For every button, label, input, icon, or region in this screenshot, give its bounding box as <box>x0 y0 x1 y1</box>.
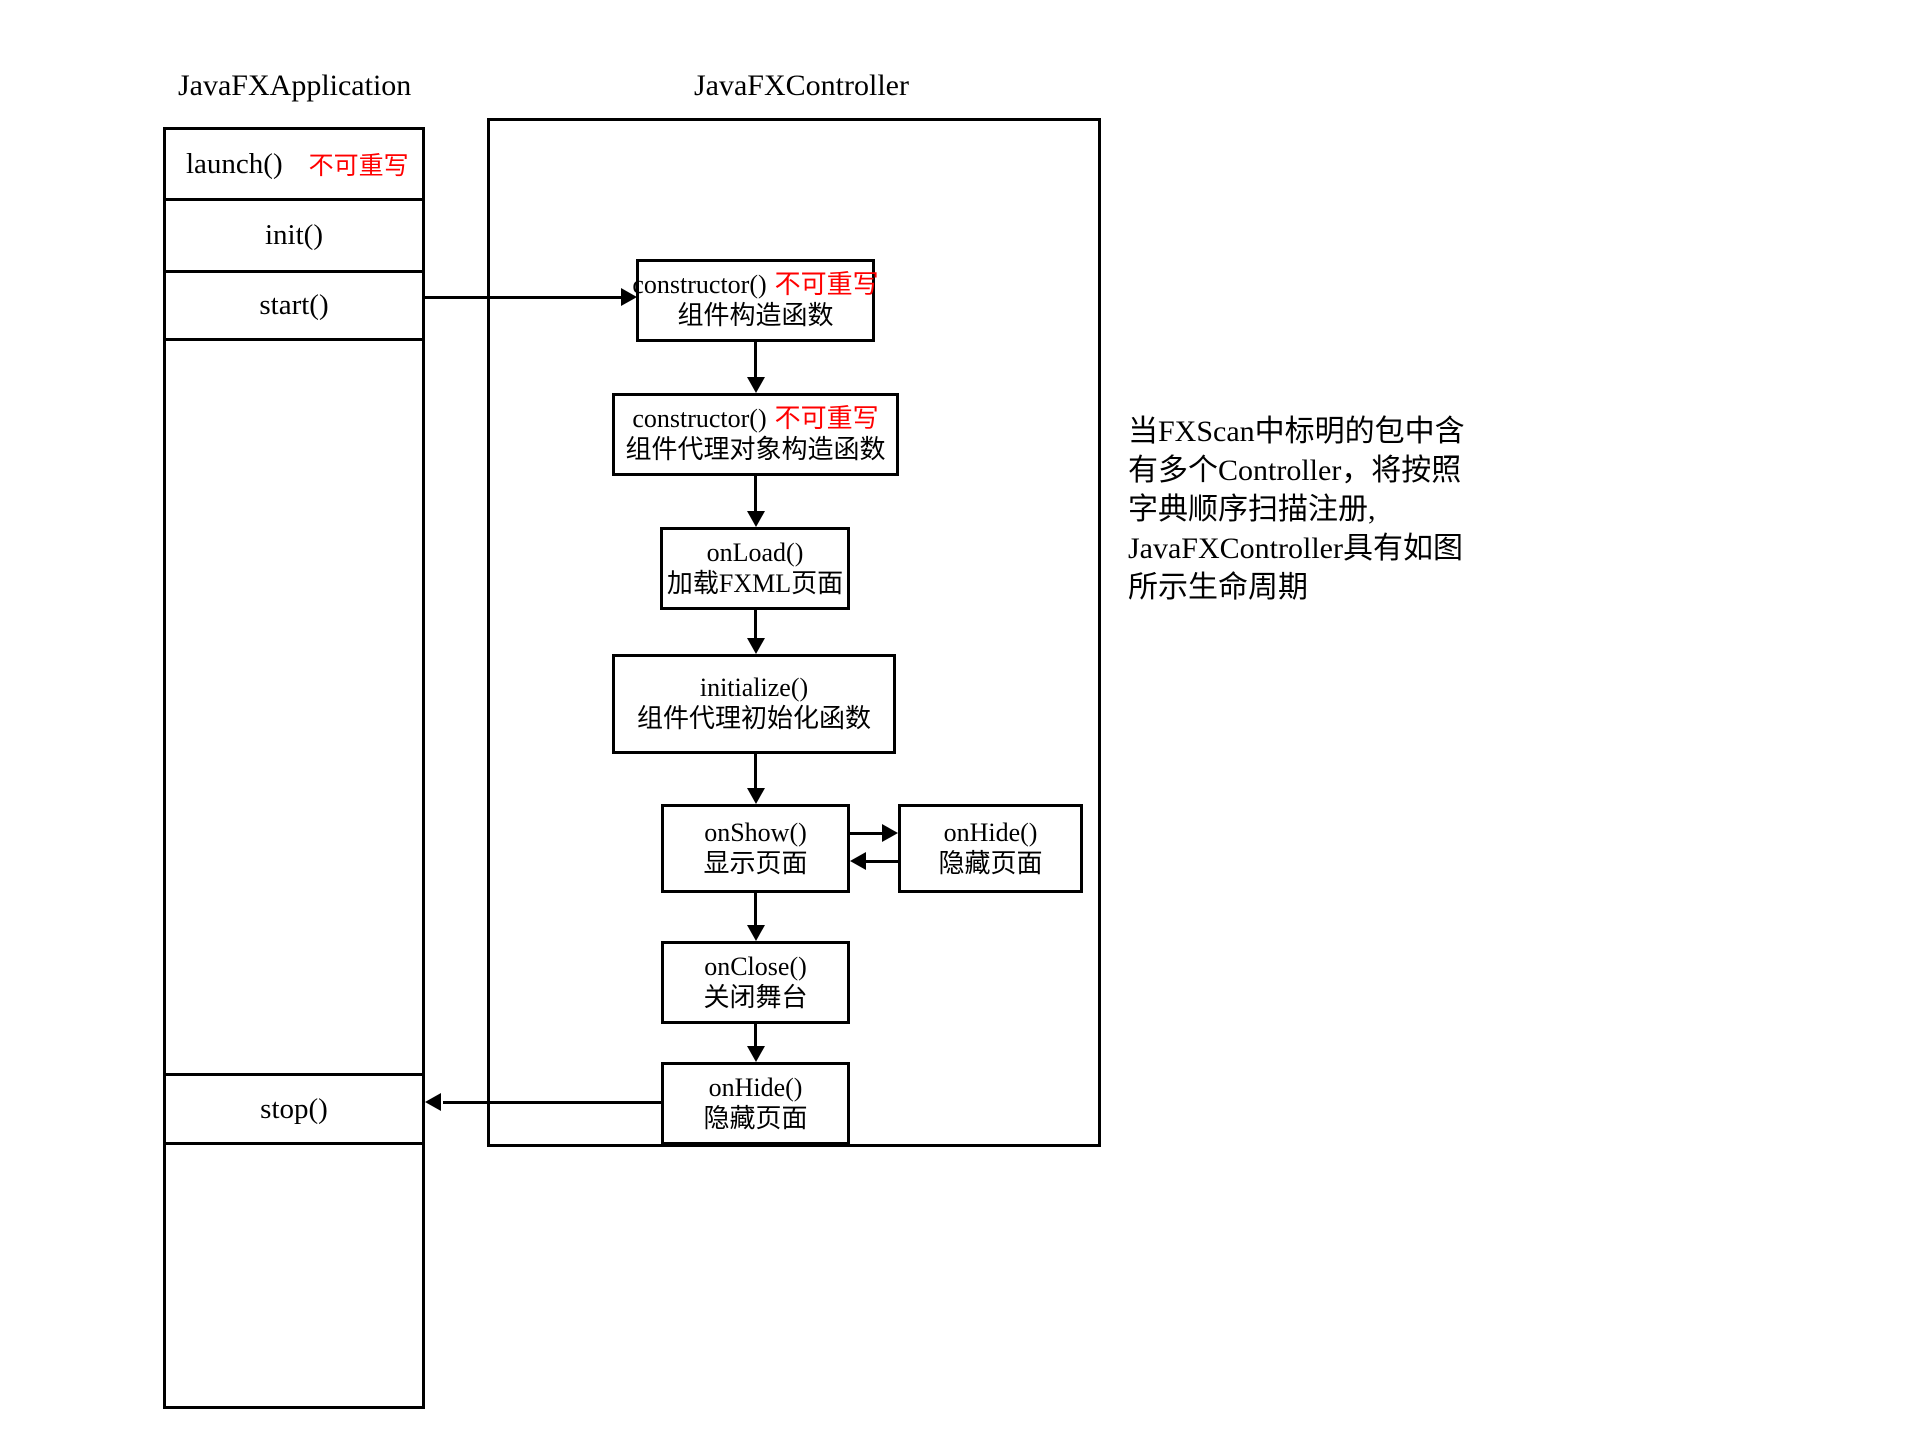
box-constructor-proxy-line2: 组件代理对象构造函数 <box>625 434 886 464</box>
application-column-title: JavaFXApplication <box>178 69 412 102</box>
arrowhead-onclose-to-onhide-bottom <box>747 1046 765 1062</box>
arrowhead-ctor2-to-onload <box>747 511 765 527</box>
box-onshow-line2: 显示页面 <box>703 848 808 878</box>
connector-ctor1-to-ctor2 <box>754 342 757 377</box>
box-initialize: initialize() 组件代理初始化函数 <box>612 654 896 754</box>
box-initialize-line2: 组件代理初始化函数 <box>636 704 871 733</box>
box-onhide-bottom-line1: onHide() <box>708 1072 803 1102</box>
box-onhide-right-line1: onHide() <box>943 817 1038 847</box>
box-onhide-right-line2: 隐藏页面 <box>938 848 1043 878</box>
arrowhead-ctor1-to-ctor2 <box>747 377 765 393</box>
arrowhead-initialize-to-onshow <box>747 788 765 804</box>
lifeline-label-init: init() <box>265 219 323 251</box>
connector-onhide-to-onshow <box>866 860 901 863</box>
lifeline-row-stop: stop() <box>166 1073 422 1145</box>
connector-onhide-bottom-to-stop <box>443 1101 663 1104</box>
box-onclose: onClose() 关闭舞台 <box>661 941 850 1024</box>
connector-onshow-to-onclose <box>754 893 757 925</box>
lifeline-label-stop: stop() <box>260 1092 328 1125</box>
side-note-line-1: 当FXScan中标明的包中含 <box>1128 415 1465 448</box>
box-onshow: onShow() 显示页面 <box>661 804 850 893</box>
box-constructor-component-line1: constructor()不可重写 <box>632 269 879 299</box>
lifeline-label-launch: launch() <box>186 147 283 180</box>
box-constructor-component-line2: 组件构造函数 <box>677 300 834 330</box>
side-note-line-2: 有多个Controller，将按照 <box>1128 454 1462 487</box>
lifeline-label-start: start() <box>259 289 329 321</box>
box-onclose-line2: 关闭舞台 <box>703 982 808 1012</box>
lifeline-row-start: start() <box>166 273 422 341</box>
application-lifeline: launch() 不可重写 init() start() stop() <box>163 127 425 1409</box>
lifeline-row-init: init() <box>166 201 422 273</box>
box-constructor-component: constructor()不可重写 组件构造函数 <box>632 259 879 342</box>
box-onload-line1: onLoad() <box>706 537 804 567</box>
connector-onshow-to-onhide <box>850 832 885 835</box>
arrowhead-onhide-to-onshow <box>850 852 866 870</box>
lifeline-note-launch: 不可重写 <box>308 153 409 180</box>
connector-ctor2-to-onload <box>754 476 757 511</box>
connector-initialize-to-onshow <box>754 754 757 788</box>
side-note-line-3: 字典顺序扫描注册, <box>1128 493 1376 526</box>
arrowhead-onload-to-initialize <box>747 638 765 654</box>
box-onload-line2: 加载FXML页面 <box>666 568 844 598</box>
box-onshow-line1: onShow() <box>704 817 807 847</box>
connector-start-to-constructor <box>425 296 621 299</box>
box-onhide-right: onHide() 隐藏页面 <box>898 804 1083 893</box>
arrowhead-start-to-constructor <box>621 288 637 306</box>
box-onclose-line1: onClose() <box>704 951 807 981</box>
box-onhide-bottom-line2: 隐藏页面 <box>703 1103 808 1133</box>
side-note: 当FXScan中标明的包中含 有多个Controller，将按照 字典顺序扫描注… <box>1128 412 1498 607</box>
box-initialize-line1: initialize() <box>699 673 809 703</box>
arrowhead-onhide-bottom-to-stop <box>425 1093 441 1111</box>
box-onhide-bottom: onHide() 隐藏页面 <box>661 1062 850 1145</box>
connector-onload-to-initialize <box>754 610 757 638</box>
controller-column-title: JavaFXController <box>694 69 909 102</box>
box-constructor-proxy: constructor()不可重写 组件代理对象构造函数 <box>612 393 899 476</box>
arrowhead-onshow-to-onhide <box>882 824 898 842</box>
side-note-line-5: 所示生命周期 <box>1128 571 1308 604</box>
box-constructor-proxy-line1: constructor()不可重写 <box>632 403 879 433</box>
side-note-line-4: JavaFXController具有如图 <box>1128 532 1463 565</box>
lifeline-row-launch: launch() 不可重写 <box>166 130 422 201</box>
connector-onclose-to-onhide-bottom <box>754 1024 757 1046</box>
arrowhead-onshow-to-onclose <box>747 925 765 941</box>
box-onload: onLoad() 加载FXML页面 <box>660 527 850 610</box>
